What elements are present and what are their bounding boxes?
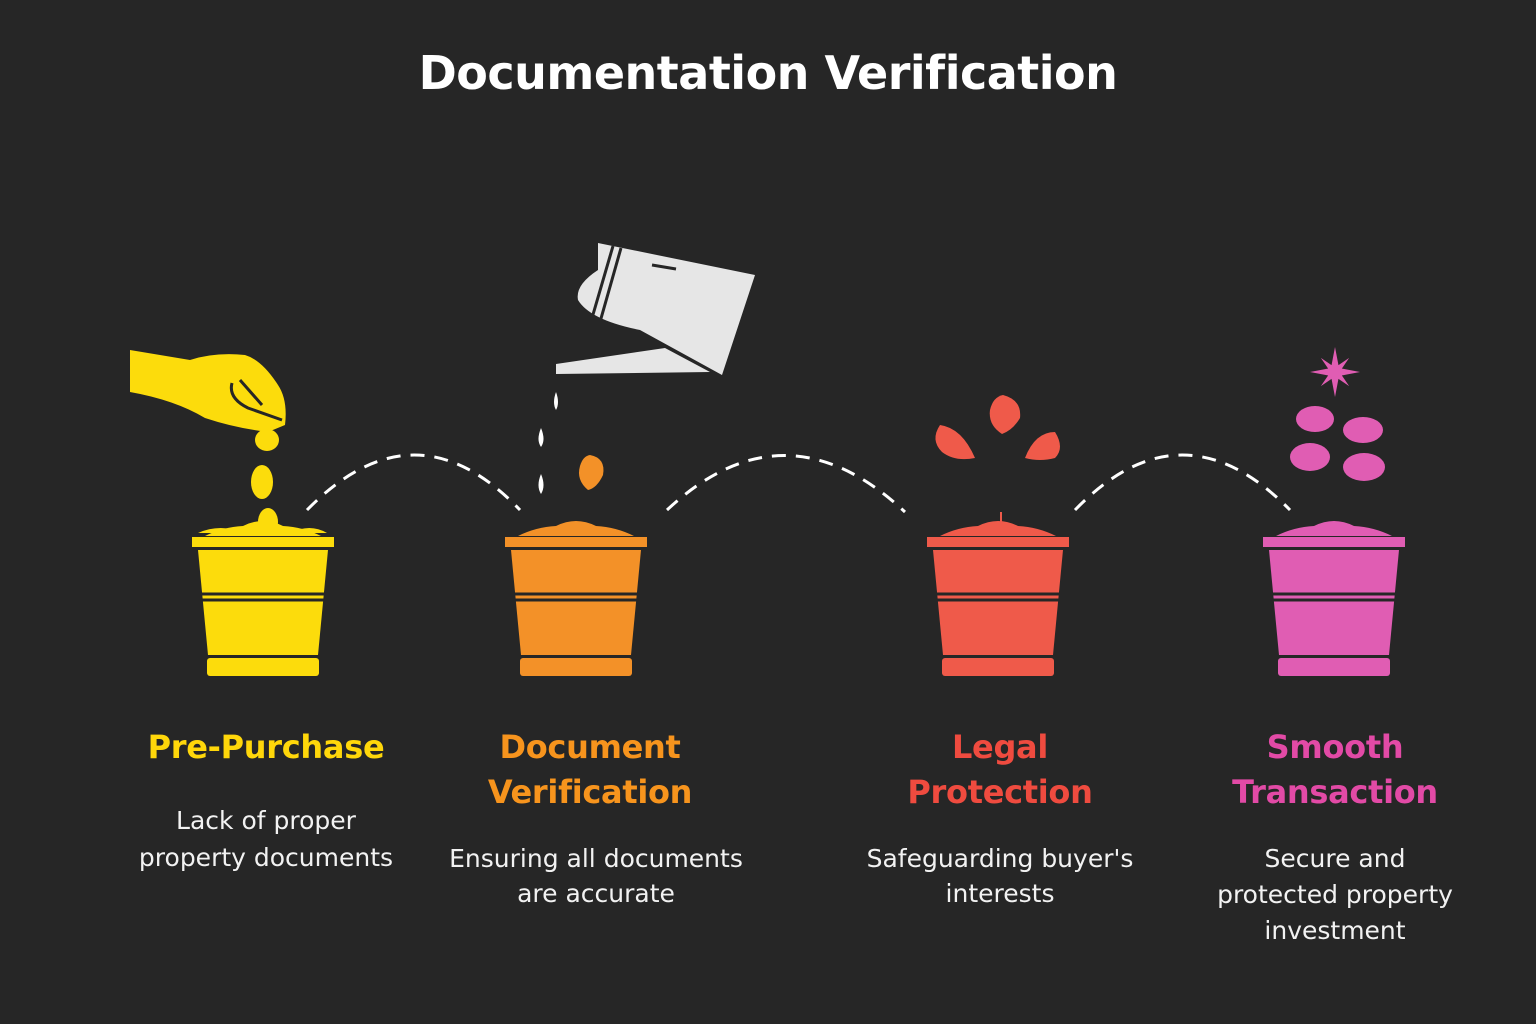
stage-description: Ensuring all documents are accurate	[432, 841, 760, 911]
stage-title-line: Verification	[487, 773, 693, 811]
pot-orange	[503, 519, 649, 678]
stage-pre-purchase: Pre-Purchase Lack of proper property doc…	[96, 725, 436, 876]
desc-line: Safeguarding buyer's	[866, 844, 1134, 873]
stage-legal-protection: Legal Protection Safeguarding buyer's in…	[830, 725, 1170, 911]
stage-title: Pre-Purchase	[96, 725, 436, 770]
sprouting-leaves-icon	[935, 395, 1060, 522]
stage-title-line: Pre-Purchase	[147, 728, 385, 766]
stage-description: Secure and protected property investment	[1165, 841, 1505, 949]
blooming-flower-icon	[1290, 347, 1385, 481]
desc-line: investment	[1264, 916, 1406, 945]
desc-line: are accurate	[517, 879, 675, 908]
desc-line: Ensuring all documents	[449, 844, 743, 873]
stage-description: Safeguarding buyer's interests	[830, 841, 1170, 911]
stage-title-line: Transaction	[1232, 773, 1438, 811]
desc-line: Lack of proper	[176, 806, 356, 835]
stage-title: Document Verification	[420, 725, 760, 815]
desc-line: interests	[945, 879, 1055, 908]
stage-description: Lack of proper property documents	[96, 802, 436, 876]
desc-line: property documents	[138, 843, 394, 872]
stage-title: Smooth Transaction	[1165, 725, 1505, 815]
stage-title-line: Smooth	[1266, 728, 1404, 766]
dashed-connector	[1073, 453, 1292, 512]
stage-title: Legal Protection	[830, 725, 1170, 815]
stage-title-line: Protection	[907, 773, 1093, 811]
pot-yellow	[190, 519, 336, 678]
pot-red	[925, 519, 1071, 678]
watering-can-icon	[538, 243, 755, 494]
stage-document-verification: Document Verification Ensuring all docum…	[420, 725, 760, 911]
desc-line: protected property	[1217, 880, 1453, 909]
dashed-connector	[665, 454, 907, 514]
stage-title-line: Legal	[951, 728, 1049, 766]
dashed-connector	[305, 453, 522, 512]
page-title: Documentation Verification	[418, 46, 1118, 100]
stage-title-line: Document	[499, 728, 681, 766]
stage-smooth-transaction: Smooth Transaction Secure and protected …	[1165, 725, 1505, 949]
pot-pink	[1261, 519, 1407, 678]
hand-dropping-seeds-icon	[130, 350, 327, 536]
desc-line: Secure and	[1264, 844, 1406, 873]
